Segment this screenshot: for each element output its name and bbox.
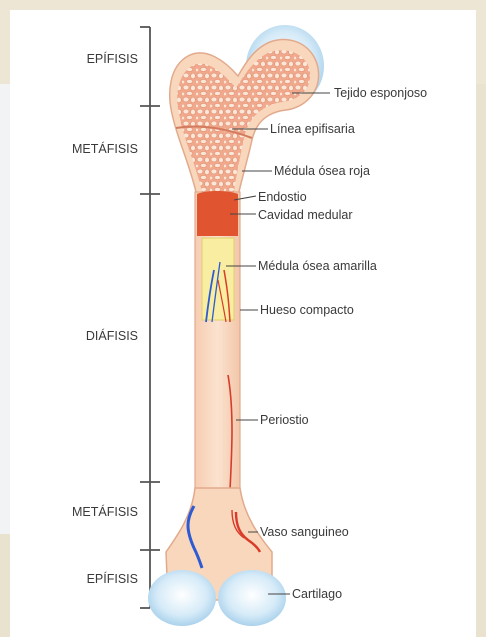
section-label-diafisis: DIÁFISIS	[86, 328, 138, 343]
bone-shaft	[195, 192, 240, 492]
label-tejido-esponjoso: Tejido esponjoso	[334, 86, 427, 100]
label-endostio: Endostio	[258, 190, 307, 204]
condyle-cartilage-left	[148, 570, 216, 626]
red-marrow	[197, 194, 238, 236]
section-label-metafisis-top: METÁFISIS	[72, 141, 138, 156]
label-medula-roja: Médula ósea roja	[274, 164, 370, 178]
label-cartilago: Cartilago	[292, 587, 342, 601]
label-linea-epifisaria: Línea epifisaria	[270, 122, 355, 136]
section-label-metafisis-bottom: METÁFISIS	[72, 504, 138, 519]
section-label-epifisis-bottom: EPÍFISIS	[87, 571, 138, 586]
label-vaso-sanguineo: Vaso sanguineo	[260, 525, 349, 539]
condyle-cartilage-right	[218, 570, 286, 626]
label-hueso-compacto: Hueso compacto	[260, 303, 354, 317]
label-cavidad-medular: Cavidad medular	[258, 208, 353, 222]
section-bracket	[140, 27, 160, 608]
label-periostio: Periostio	[260, 413, 309, 427]
label-medula-amarilla: Médula ósea amarilla	[258, 259, 377, 273]
section-label-epifisis-top: EPÍFISIS	[87, 51, 138, 66]
